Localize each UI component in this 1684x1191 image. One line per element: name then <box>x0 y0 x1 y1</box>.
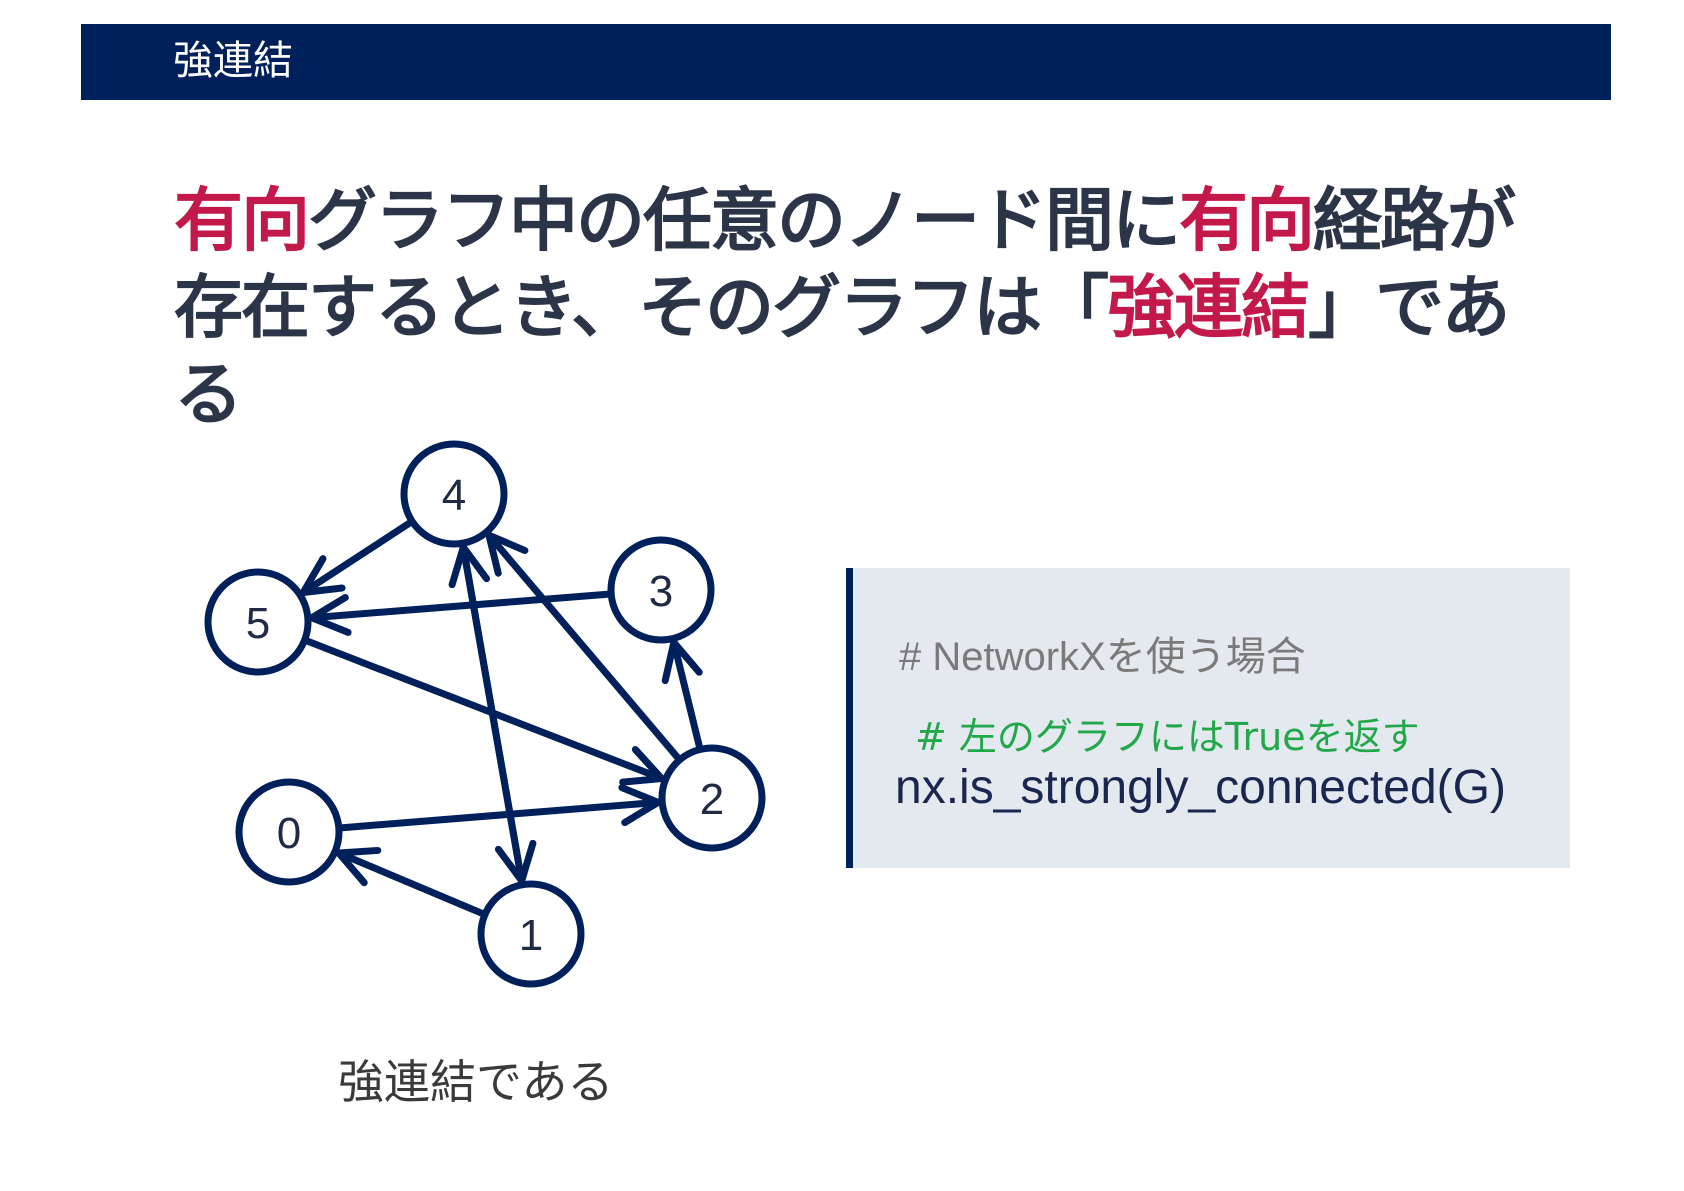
node-circle <box>400 440 508 548</box>
node-label: 3 <box>649 567 673 616</box>
edge-4-to-1 <box>459 541 537 885</box>
node-label: 4 <box>442 471 466 520</box>
headline-segment: グラフ中の任意のノード間に <box>308 181 1181 261</box>
node-circle <box>204 568 312 676</box>
page-title: 強連結 <box>173 38 293 84</box>
graph-caption: 強連結である <box>338 1055 614 1109</box>
node-label: 2 <box>700 775 724 824</box>
edge-5-to-2 <box>302 637 666 786</box>
edge-4-to-5 <box>299 518 414 596</box>
node-label: 5 <box>246 599 270 648</box>
node-2: 2 <box>658 744 766 852</box>
node-0: 0 <box>235 778 343 886</box>
node-circle <box>658 744 766 852</box>
code-line: nx.is_strongly_connected(G) <box>895 761 1506 814</box>
node-1: 1 <box>477 880 585 988</box>
edge-2-to-4 <box>485 531 682 762</box>
headline-segment: 有向 <box>1179 181 1315 261</box>
node-4: 4 <box>400 440 508 548</box>
edge-2-to-3 <box>661 638 704 751</box>
headline-segment: 強連結 <box>1107 268 1310 348</box>
code-box: # NetworkXを使う場合 # 左のグラフにはTrueを返す nx.is_s… <box>846 568 1570 868</box>
headline-line-2: 存在するとき、そのグラフは「強連結」である <box>174 265 1574 439</box>
headline-segment: 有向 <box>174 181 310 261</box>
node-label: 1 <box>519 911 543 960</box>
headline-segment: 」である <box>174 268 1510 435</box>
edge-0-to-2 <box>337 784 662 832</box>
node-5: 5 <box>204 568 312 676</box>
headline: 有向グラフ中の任意のノード間に有向経路が 存在するとき、そのグラフは「強連結」で… <box>174 178 1574 439</box>
edge-3-to-5 <box>308 590 613 636</box>
node-3: 3 <box>607 536 715 644</box>
headline-line-1: 有向グラフ中の任意のノード間に有向経路が <box>174 178 1574 265</box>
node-label: 0 <box>277 809 301 858</box>
headline-segment: 存在するとき、そのグラフは「 <box>174 268 1109 348</box>
code-comment: # NetworkXを使う場合 <box>899 635 1306 679</box>
node-circle <box>607 536 715 644</box>
edge-1-to-0 <box>335 846 487 918</box>
header-bar: 強連結 <box>81 24 1611 100</box>
node-circle <box>477 880 585 988</box>
code-comment-green: # 左のグラフにはTrueを返す <box>915 715 1420 759</box>
node-circle <box>235 778 343 886</box>
headline-segment: 経路が <box>1313 181 1516 261</box>
